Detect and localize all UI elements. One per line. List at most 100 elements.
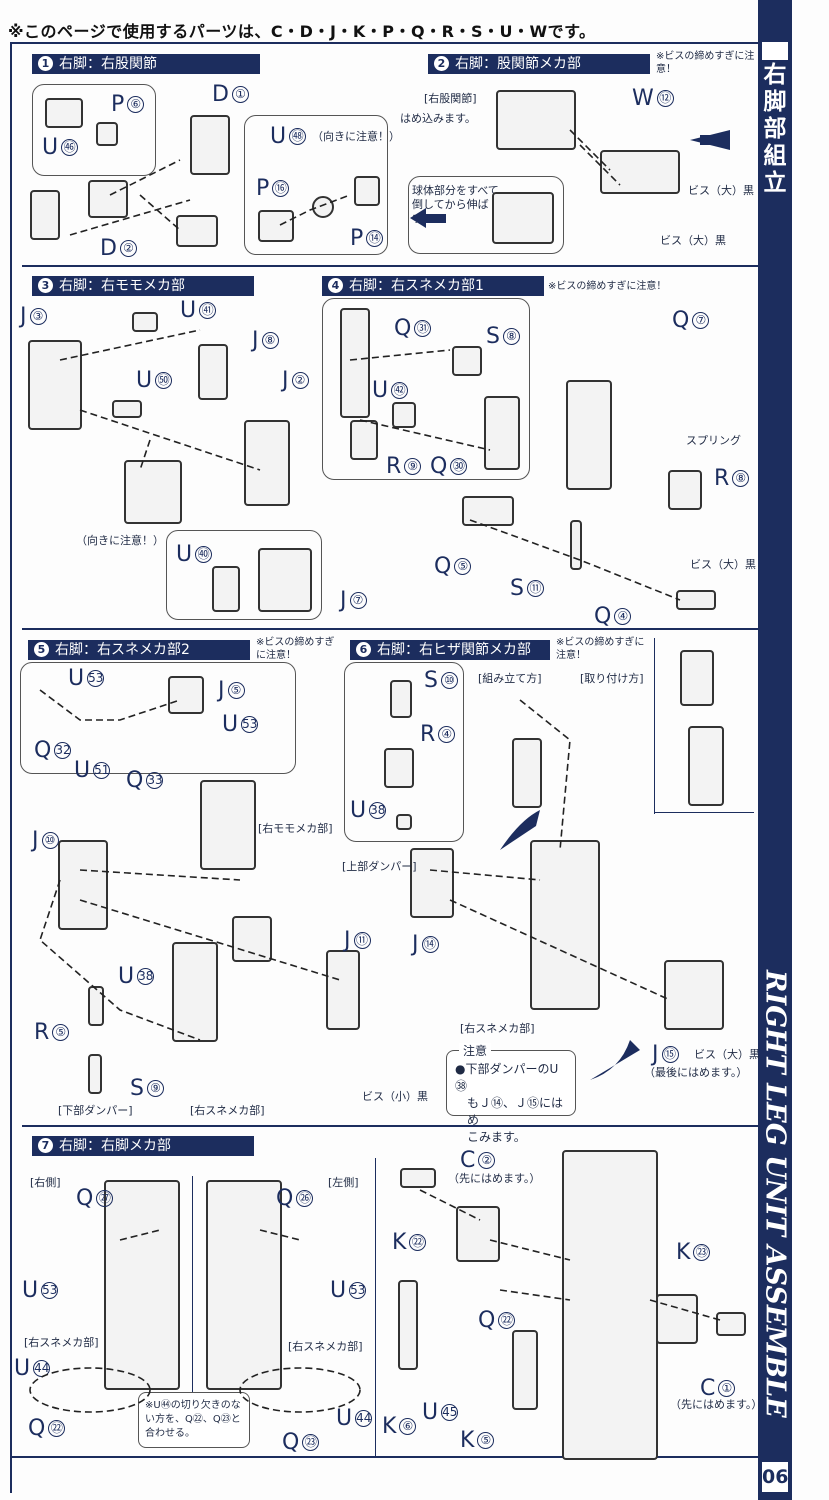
orientation-note: （向きに注意！） (312, 130, 400, 143)
section-divider (22, 1125, 758, 1127)
part-illustration (132, 312, 158, 332)
part-illustration (96, 122, 118, 146)
view-divider (375, 1158, 376, 1458)
part-illustration (452, 346, 482, 376)
part-illustration (104, 1180, 180, 1390)
part-illustration (176, 215, 218, 247)
parts-used-note: ※このページで使用するパーツは、C・D・J・K・P・Q・R・S・U・Wです。 (8, 22, 596, 41)
tip-line: い方を、Q㉒、Q㉓と (145, 1414, 241, 1425)
part-illustration (198, 344, 228, 400)
part-illustration (668, 470, 702, 510)
callout-label: （最後にはめます。） (644, 1066, 748, 1079)
callout-label: [右スネメカ部] (190, 1104, 265, 1117)
step-number-badge: 6 (356, 642, 371, 657)
section-divider (10, 1456, 758, 1458)
part-illustration (88, 986, 104, 1026)
side-title-jp: 右 脚 部 組 立 (758, 62, 792, 197)
part-illustration (28, 340, 82, 430)
notice-box: 注意 ●下部ダンパーのU㊳ もＪ⑭、Ｊ⑮にはめ こみます。 (446, 1043, 576, 1144)
part-illustration (258, 548, 312, 612)
part-illustration (168, 676, 204, 714)
part-illustration (530, 840, 600, 1010)
callout-label: [右スネメカ部] (24, 1336, 99, 1349)
part-illustration (410, 848, 454, 918)
detail-bubble (408, 176, 564, 254)
part-illustration (570, 520, 582, 570)
part-illustration (172, 942, 218, 1042)
section-divider (22, 265, 758, 267)
tip-box: ※U㊹の切り欠きのな い方を、Q㉒、Q㉓と 合わせる。 (138, 1392, 250, 1448)
side-title-char: 部 (763, 116, 787, 142)
side-title-char: 立 (763, 170, 787, 196)
step-number-badge: 7 (38, 1138, 53, 1153)
part-illustration (326, 950, 360, 1030)
step-number-badge: 5 (34, 642, 49, 657)
screw-label: ビス（大）黒 (660, 234, 726, 247)
side-title-en: RIGHT LEG UNIT ASSEMBLE (759, 970, 791, 1418)
inset-divider (654, 812, 754, 813)
part-illustration (232, 916, 272, 962)
part-illustration (398, 1280, 418, 1370)
part-illustration (212, 566, 240, 612)
detail-bubble (32, 84, 156, 176)
screw-label: ビス（大）黒 (688, 184, 754, 197)
part-illustration (30, 190, 60, 240)
callout-label: [下部ダンパー] (58, 1104, 133, 1117)
section-title: 右脚：右スネメカ部1 (349, 278, 484, 294)
part-illustration (384, 748, 414, 788)
part-illustration (492, 192, 554, 244)
callout-label: （先にはめます。） (670, 1398, 763, 1411)
notice-line: ●下部ダンパーのU㊳ (455, 1062, 559, 1093)
part-illustration (112, 400, 142, 418)
spring-label: スプリング (686, 434, 741, 447)
part-illustration (244, 420, 290, 506)
side-title-band (758, 0, 792, 1500)
part-illustration (676, 590, 716, 610)
part-illustration (88, 180, 128, 218)
step-number-badge: 2 (434, 56, 449, 71)
callout-label: （先にはめます。） (448, 1172, 541, 1185)
part-illustration (340, 308, 370, 418)
callout-label: [右股関節] (424, 92, 477, 105)
detail-bubble (244, 115, 388, 255)
part-illustration (400, 1168, 436, 1188)
view-divider (192, 1176, 193, 1396)
